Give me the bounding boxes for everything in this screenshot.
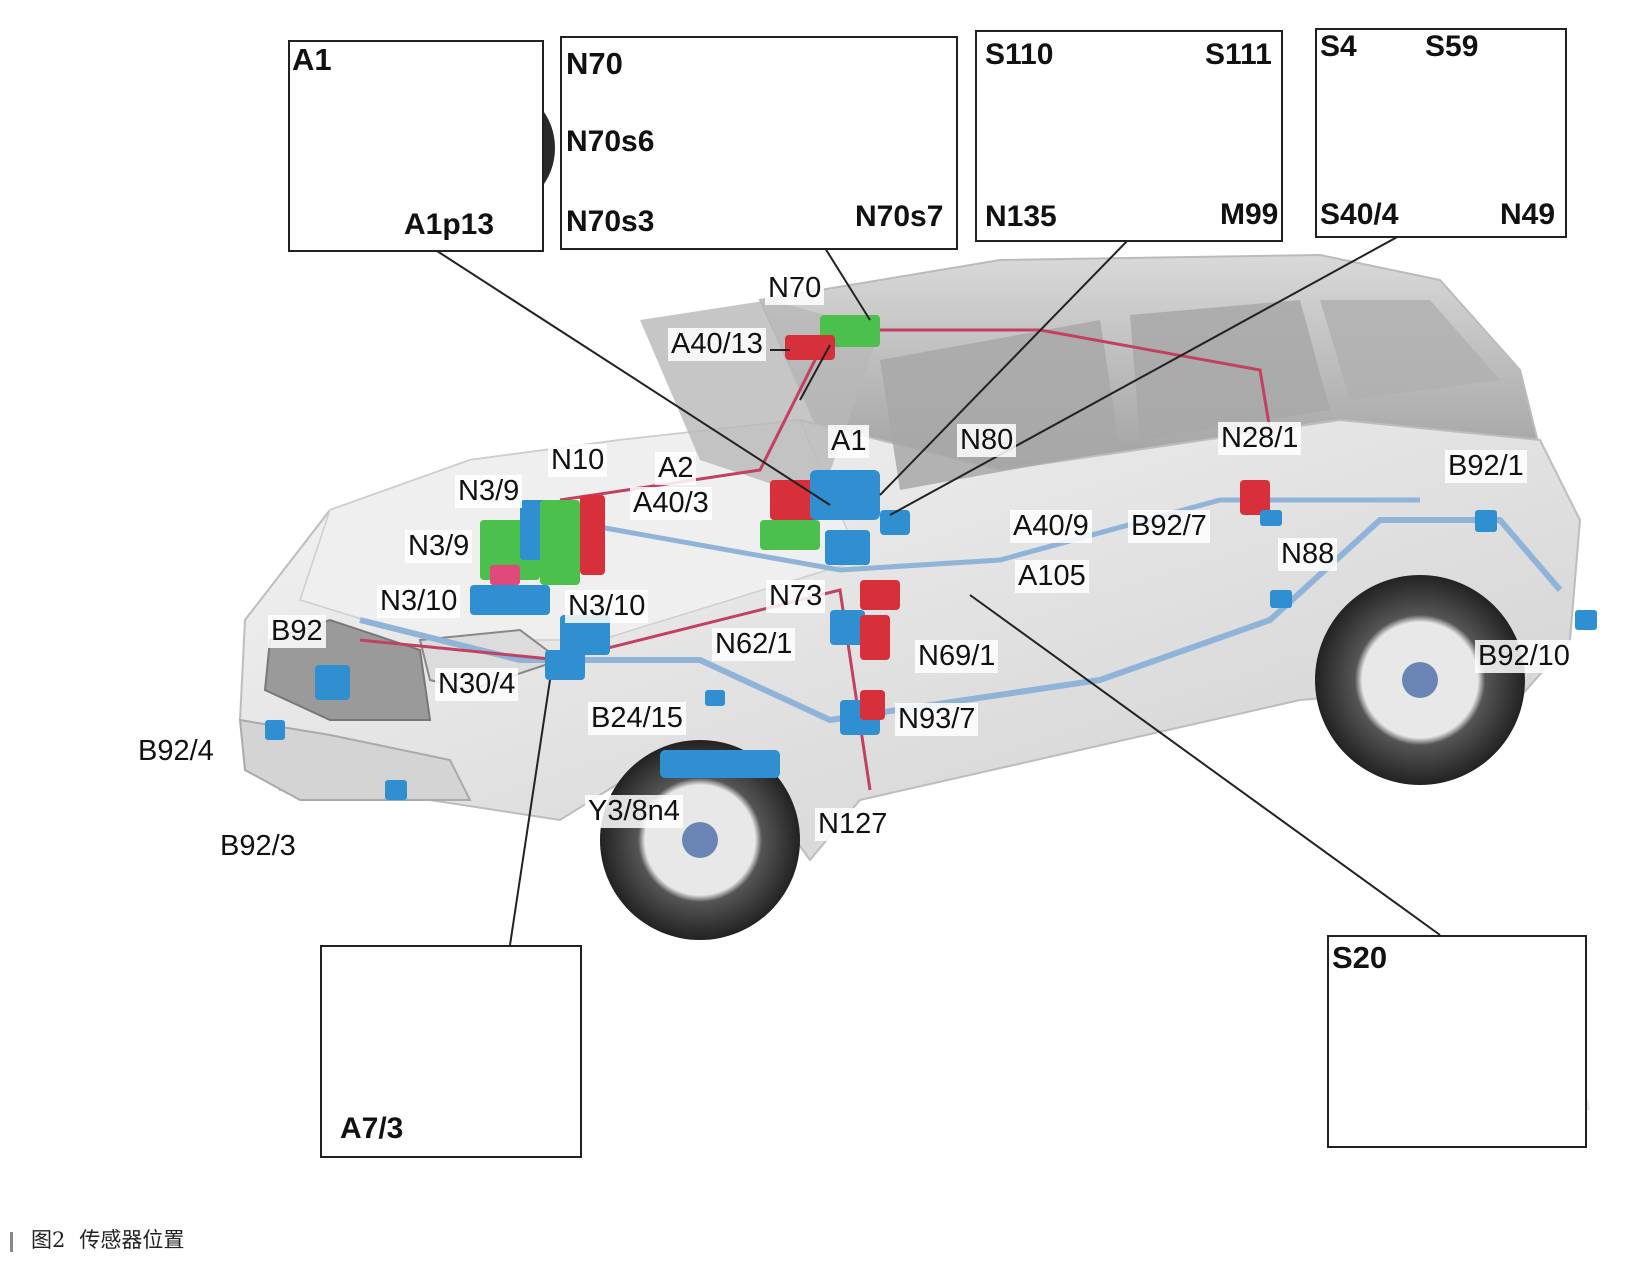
label-y3-8n4: Y3/8n4 bbox=[585, 795, 683, 828]
inset-column-label-s59: S59 bbox=[1425, 30, 1478, 64]
inset-n70-label-s3: N70s3 bbox=[566, 205, 654, 239]
label-n30-4: N30/4 bbox=[435, 668, 518, 701]
inset-n70-label-s7: N70s7 bbox=[855, 200, 943, 234]
label-b92-4: B92/4 bbox=[135, 735, 217, 768]
label-b92-7: B92/7 bbox=[1128, 510, 1210, 543]
module-n73 bbox=[825, 530, 870, 565]
module-y3-8n4 bbox=[660, 750, 780, 778]
inset-steering-label-n135: N135 bbox=[985, 200, 1057, 234]
label-b92-3: B92/3 bbox=[217, 830, 299, 863]
module-b92 bbox=[315, 665, 350, 700]
inset-column-label-s4: S4 bbox=[1320, 30, 1357, 64]
label-n28-1: N28/1 bbox=[1218, 422, 1301, 455]
inset-a1-title: A1 bbox=[292, 42, 332, 78]
module-n30-4 bbox=[545, 650, 585, 680]
inset-s20-title: S20 bbox=[1332, 940, 1387, 976]
module-n80 bbox=[880, 510, 910, 535]
label-n69-1: N69/1 bbox=[915, 640, 998, 673]
module-a40-3 bbox=[760, 520, 820, 550]
label-n88: N88 bbox=[1278, 538, 1337, 571]
label-n3-10-left: N3/10 bbox=[377, 585, 460, 618]
module-n127b bbox=[860, 690, 885, 720]
module-b24-15 bbox=[705, 690, 725, 706]
label-b92-10: B92/10 bbox=[1475, 640, 1573, 673]
module-n69-1 bbox=[860, 580, 900, 610]
label-b92-1: B92/1 bbox=[1445, 450, 1527, 483]
module-b92-3 bbox=[385, 780, 407, 800]
front-wheel-hub bbox=[682, 822, 718, 858]
inset-a7-3-label: A7/3 bbox=[340, 1112, 403, 1146]
label-a40-13: A40/13 bbox=[668, 328, 766, 361]
label-b24-15: B24/15 bbox=[588, 702, 686, 735]
caption-marker bbox=[10, 1232, 13, 1252]
label-a40-3: A40/3 bbox=[630, 487, 712, 520]
label-n73: N73 bbox=[766, 580, 825, 613]
rear-wheel-hub bbox=[1402, 662, 1438, 698]
module-n10 bbox=[540, 500, 580, 585]
inset-steering-label-m99: M99 bbox=[1220, 198, 1278, 232]
label-a105: A105 bbox=[1015, 560, 1089, 593]
label-n10: N10 bbox=[548, 444, 607, 477]
label-n80: N80 bbox=[957, 424, 1016, 457]
label-n62-1: N62/1 bbox=[712, 628, 795, 661]
inset-steering-label-s111: S111 bbox=[1205, 38, 1272, 72]
inset-n70-title: N70 bbox=[566, 46, 623, 82]
label-n3-10-right: N3/10 bbox=[565, 590, 648, 623]
module-n3-10 bbox=[470, 585, 550, 615]
inset-a1-label: A1p13 bbox=[404, 208, 494, 242]
label-a1: A1 bbox=[828, 425, 869, 458]
label-n127: N127 bbox=[815, 808, 890, 841]
module-n3-10-red bbox=[490, 565, 520, 585]
module-b92-1 bbox=[1475, 510, 1497, 532]
figure-caption: 图2 传感器位置 bbox=[10, 1224, 184, 1254]
module-b92-7 bbox=[1260, 510, 1282, 526]
label-b92: B92 bbox=[268, 615, 326, 648]
inset-steering-label-s110: S110 bbox=[985, 38, 1053, 72]
inset-column-label-s40-4: S40/4 bbox=[1320, 198, 1398, 232]
module-a1 bbox=[810, 470, 880, 520]
module-b92-4 bbox=[265, 720, 285, 740]
inset-n70-label-s6: N70s6 bbox=[566, 125, 654, 159]
module-n62-1 bbox=[830, 610, 865, 645]
caption-figure-number: 图2 bbox=[31, 1228, 65, 1252]
label-n3-9-lower: N3/9 bbox=[405, 530, 472, 563]
label-n3-9-upper: N3/9 bbox=[455, 475, 522, 508]
inset-column-label-n49: N49 bbox=[1500, 198, 1555, 232]
module-b92-10 bbox=[1575, 610, 1597, 630]
label-n93-7: N93/7 bbox=[895, 703, 978, 736]
module-n93-7 bbox=[860, 615, 890, 660]
module-n10b bbox=[580, 495, 605, 575]
caption-text: 传感器位置 bbox=[79, 1228, 184, 1252]
module-n28-1 bbox=[1240, 480, 1270, 515]
label-a2: A2 bbox=[655, 452, 696, 485]
module-n88 bbox=[1270, 590, 1292, 608]
label-n70: N70 bbox=[765, 272, 824, 305]
label-a40-9: A40/9 bbox=[1010, 510, 1092, 543]
